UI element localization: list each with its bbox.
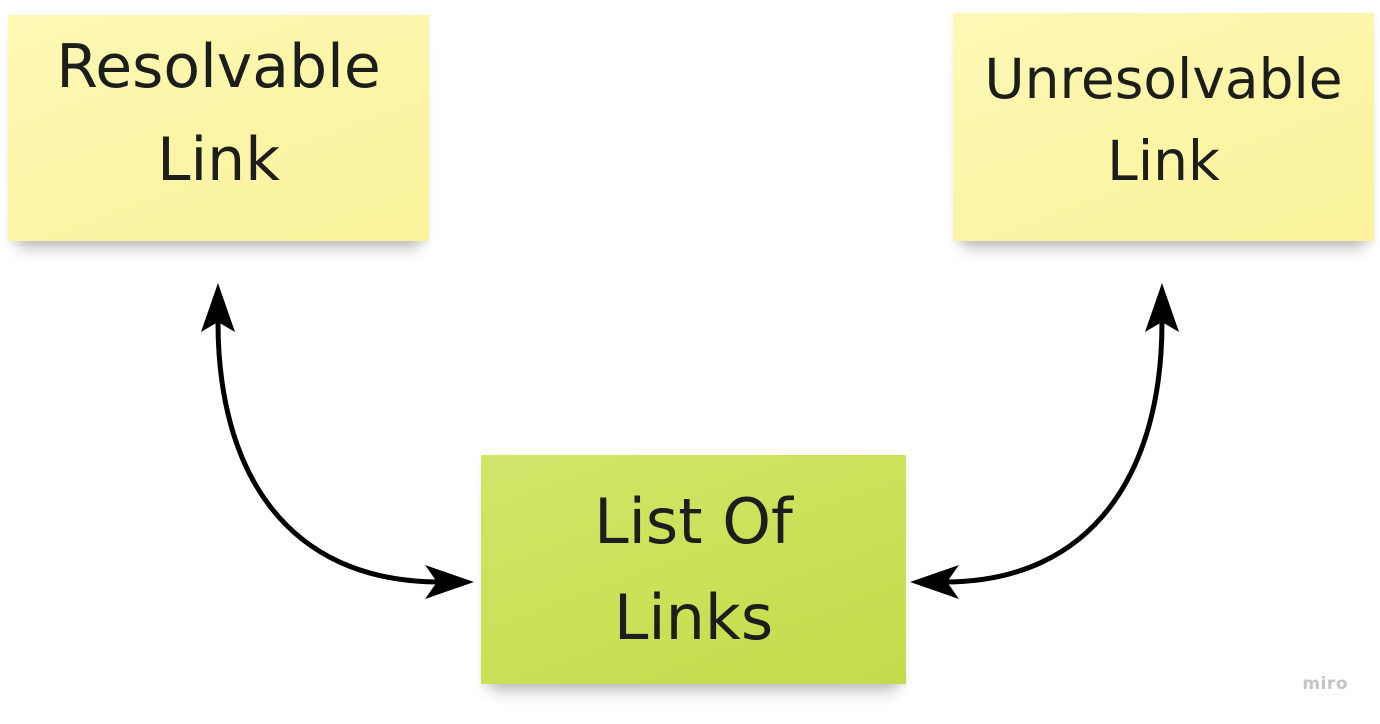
connector-unresolvable-line[interactable] xyxy=(941,319,1165,585)
arrowhead-up-icon xyxy=(201,283,235,332)
arrowhead-up-icon xyxy=(1145,283,1179,332)
note-text-line: Resolvable xyxy=(56,32,381,102)
note-text-line: List Of xyxy=(594,484,793,558)
sticky-note-resolvable-link[interactable]: Resolvable Link xyxy=(8,15,429,241)
arrowhead-left-icon xyxy=(910,565,959,599)
sticky-note-unresolvable-link[interactable]: Unresolvable Link xyxy=(953,13,1374,241)
note-text-line: Link xyxy=(157,125,280,195)
sticky-note-list-of-links[interactable]: List Of Links xyxy=(481,455,906,684)
note-text-line: Links xyxy=(613,580,774,654)
connector-resolvable[interactable] xyxy=(201,283,474,599)
connector-resolvable-line[interactable] xyxy=(215,319,443,585)
miro-watermark: miro xyxy=(1302,674,1348,694)
note-text-line: Unresolvable xyxy=(984,47,1343,111)
note-text-line: Link xyxy=(1107,129,1220,193)
connector-unresolvable[interactable] xyxy=(910,283,1179,599)
arrowhead-right-icon xyxy=(425,565,474,599)
